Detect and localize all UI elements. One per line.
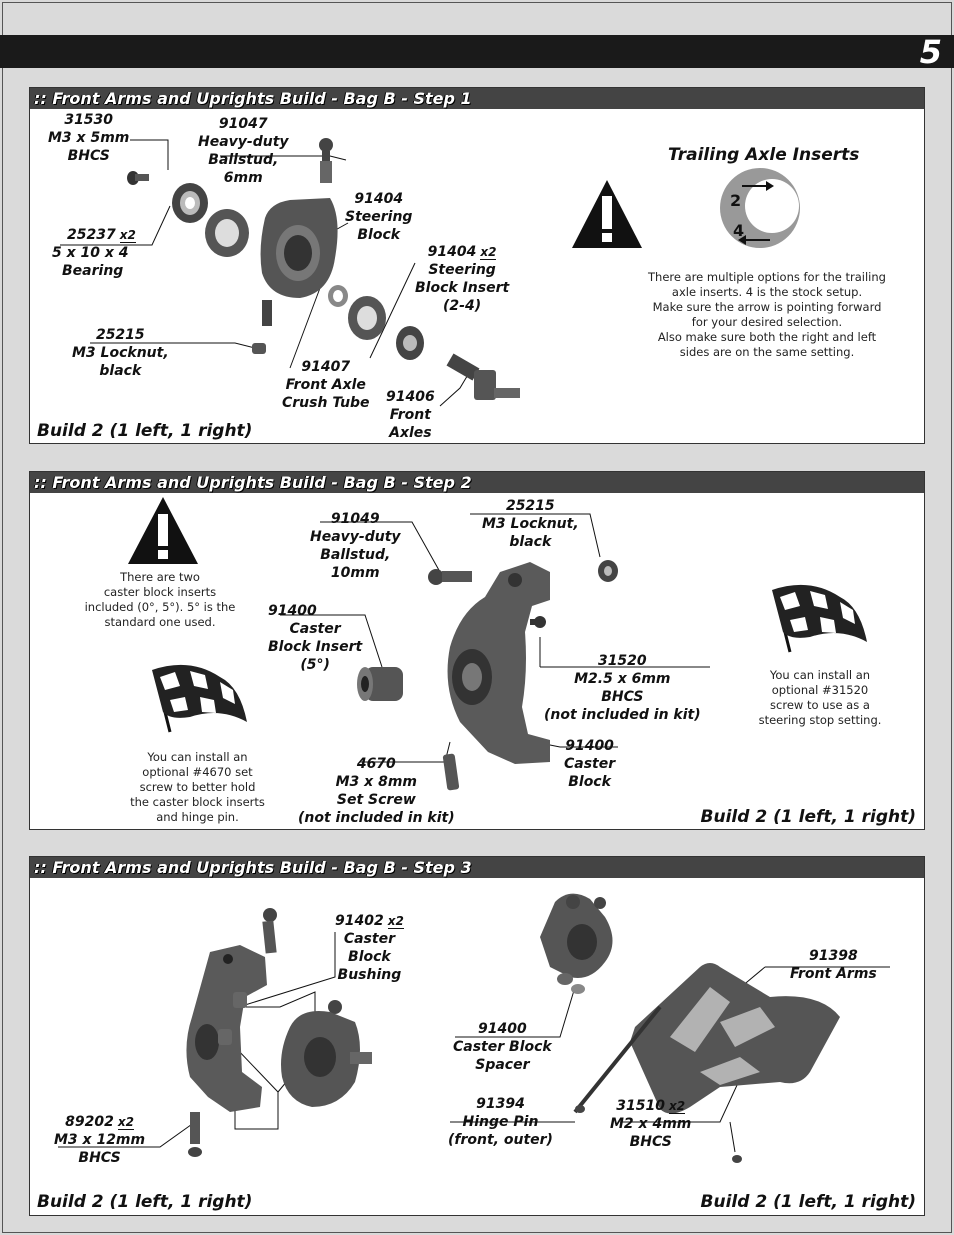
- label-31520: 31520 M2.5 x 6mm BHCS (not included in k…: [544, 653, 701, 723]
- step2-panel: :: Front Arms and Uprights Build - Bag B…: [29, 471, 925, 830]
- label-91407: 91407 Front Axle Crush Tube: [282, 359, 370, 411]
- label-4670: 4670 M3 x 8mm Set Screw (not included in…: [298, 756, 455, 826]
- insert-mark-2: 2: [730, 191, 742, 210]
- label-91394: 91394 Hinge Pin (front, outer): [448, 1096, 553, 1148]
- step1-illustration: [60, 138, 800, 407]
- step3-panel: :: Front Arms and Uprights Build - Bag B…: [29, 856, 925, 1216]
- trailing-axle-note: There are multiple options for the trail…: [648, 270, 886, 359]
- step3-build-note-right: Build 2 (1 left, 1 right): [700, 1192, 916, 1212]
- step2-header: :: Front Arms and Uprights Build - Bag B…: [30, 472, 924, 493]
- step1-build-note: Build 2 (1 left, 1 right): [37, 421, 253, 441]
- caster-insert-note: There are two caster block inserts inclu…: [84, 570, 236, 629]
- checkered-flag-icon: [152, 664, 247, 733]
- checkered-flag-icon: [772, 584, 867, 653]
- label-31530: 31530 M3 x 5mm BHCS: [48, 112, 130, 164]
- step1-panel: :: Front Arms and Uprights Build - Bag B…: [29, 87, 925, 444]
- step3-build-note-left: Build 2 (1 left, 1 right): [37, 1192, 253, 1212]
- steering-stop-note: You can install an optional #31520 screw…: [758, 668, 882, 727]
- step3-header: :: Front Arms and Uprights Build - Bag B…: [30, 857, 924, 878]
- label-91049: 91049 Heavy-duty Ballstud, 10mm: [310, 511, 401, 581]
- step1-header: :: Front Arms and Uprights Build - Bag B…: [30, 88, 924, 109]
- insert-mark-4: 4: [733, 221, 745, 240]
- warning-icon: [128, 497, 198, 564]
- label-91406: 91406 Front Axles: [386, 389, 435, 441]
- label-91400-insert: 91400 Caster Block Insert (5°): [268, 603, 363, 673]
- label-91400-block: 91400 Caster Block: [564, 738, 616, 790]
- trailing-axle-title: Trailing Axle Inserts: [668, 145, 860, 165]
- label-25215-step2: 25215 M3 Locknut, black: [482, 498, 579, 550]
- label-25215: 25215 M3 Locknut, black: [72, 327, 169, 379]
- label-91047: 91047 Heavy-duty Ballstud, 6mm: [198, 116, 289, 186]
- page-number: 5: [919, 33, 942, 71]
- set-screw-note: You can install an optional #4670 set sc…: [130, 750, 265, 824]
- insert-ring-icon: [720, 168, 800, 248]
- label-91398: 91398 Front Arms: [790, 948, 877, 982]
- step3-illustration: [58, 893, 890, 1163]
- label-91404-block: 91404 Steering Block: [345, 191, 413, 243]
- step2-illustration: [128, 497, 867, 791]
- warning-icon: [572, 180, 642, 248]
- top-bar: 5: [0, 33, 954, 71]
- step2-build-note: Build 2 (1 left, 1 right): [700, 807, 916, 827]
- label-91400-spacer: 91400 Caster Block Spacer: [453, 1021, 552, 1073]
